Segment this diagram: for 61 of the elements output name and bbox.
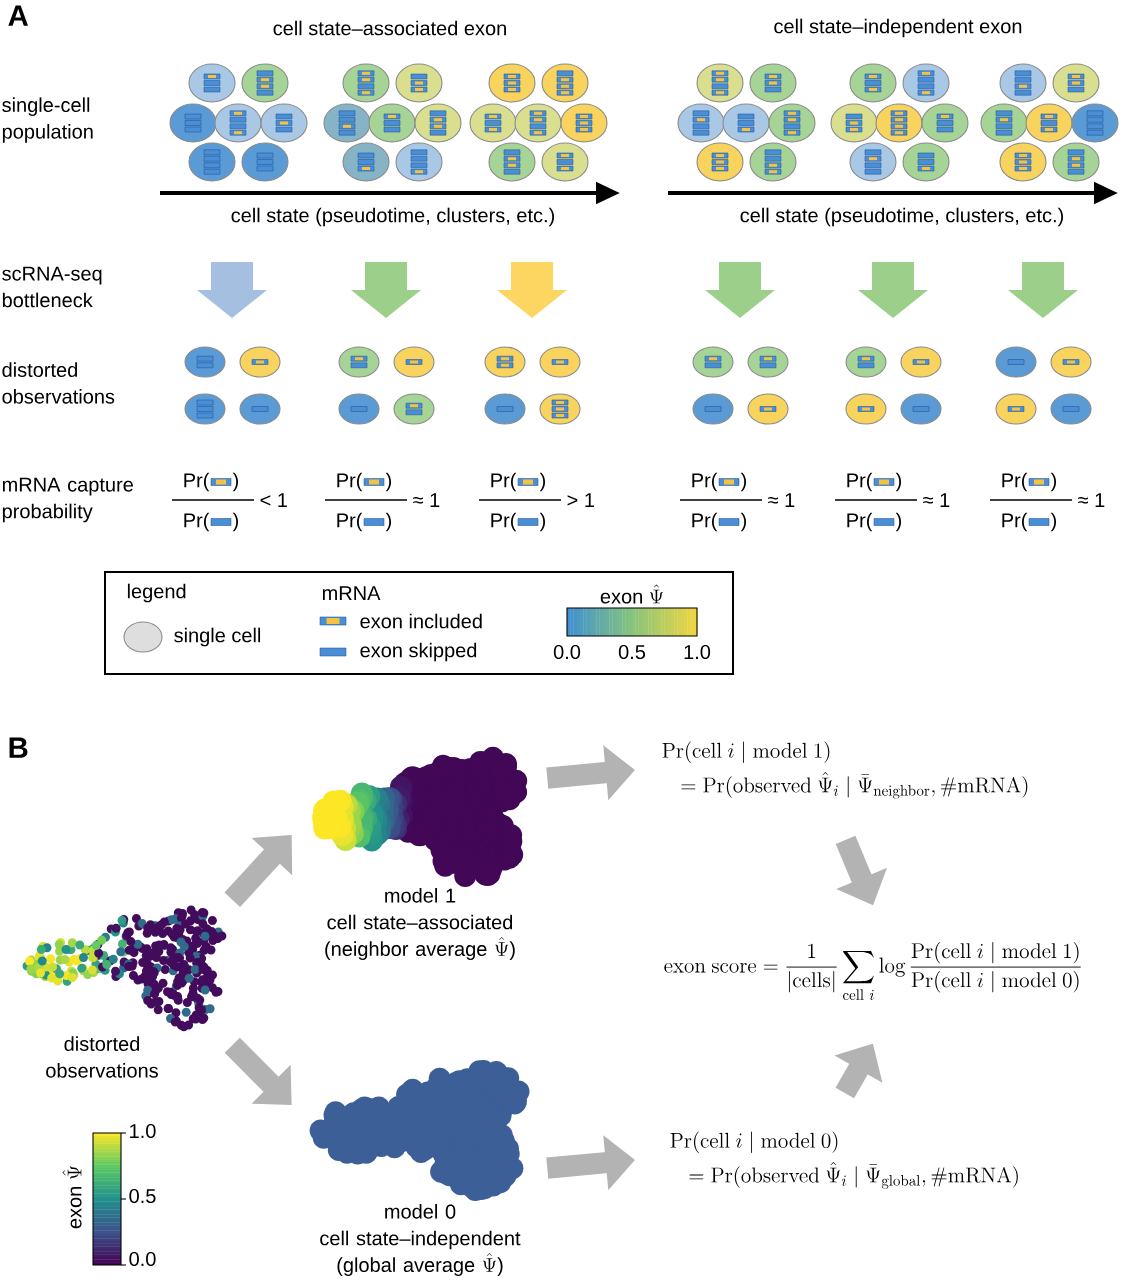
ratio-comparison: ≈ 1 bbox=[923, 493, 950, 507]
ratio-comparison: > 1 bbox=[567, 493, 594, 507]
ratio-term: ) bbox=[385, 472, 391, 492]
panel-letter: A bbox=[8, 5, 28, 26]
column-heading: cell state–independent exon bbox=[774, 18, 1022, 38]
ratio-term: ) bbox=[232, 472, 238, 492]
ratio-term: ) bbox=[539, 472, 545, 492]
ratio-comparison: ≈ 1 bbox=[413, 493, 440, 507]
node-caption: model 1 cell state–associated $\text{(neighbor average }\hat{\Psi}\text{)}$ bbox=[325, 888, 515, 960]
tick-label: 1.0 bbox=[130, 1123, 156, 1139]
ratio-comparison: ≈ 1 bbox=[768, 493, 795, 507]
column-heading: cell state–associated exon bbox=[273, 20, 506, 36]
legend-heading: mRNA bbox=[322, 586, 381, 600]
ratio-comparison: < 1 bbox=[260, 493, 287, 507]
ratio-term: Pr( bbox=[491, 512, 517, 532]
block-arrow bbox=[224, 1037, 292, 1105]
ratio-term: Pr( bbox=[1002, 472, 1028, 492]
tick-label: 0.5 bbox=[129, 1188, 156, 1204]
ratio-term: ) bbox=[539, 512, 545, 532]
formula-text: $\mathrm{Pr}(\mathrm{cell}\ i \mid \mathrm{model}\ 0)$ $= \mathrm{Pr}(\mathrm{observed}\ \hat{\Psi}_i \mid \bar{\Psi}_{\mathrm{global}}, \#\mathrm{mRNA})$ bbox=[670, 1131, 1018, 1189]
ratio-term: Pr( bbox=[692, 512, 718, 532]
panel-letter: B bbox=[9, 737, 28, 758]
row-label: mRNA capture probability bbox=[2, 477, 133, 523]
ratio-term: Pr( bbox=[337, 472, 363, 492]
ratio-comparison: ≈ 1 bbox=[1078, 493, 1105, 507]
colorbar-title: $\text{exon }\hat{\Psi}$ bbox=[600, 584, 663, 604]
formula-text: $\mathrm{Pr}(\mathrm{cell}\ i \mid \mathrm{model}\ 1)$ $= \mathrm{Pr}(\mathrm{observed}\ \hat{\Psi}_i \mid \bar{\Psi}_{\mathrm{neighbor}}, \#\mathrm{mRNA})$ bbox=[662, 741, 1028, 799]
node-caption: distorted observations bbox=[46, 1036, 158, 1078]
ratio-term: ) bbox=[740, 472, 746, 492]
ratio-term: Pr( bbox=[184, 512, 210, 532]
row-label: scRNA-seq bottleneck bbox=[2, 266, 102, 308]
ratio-term: Pr( bbox=[184, 472, 210, 492]
score-formula: $\mathrm{exon\ score} = \frac{1}{|\mathrm{cells}|} \sum_{\mathrm{cell}\ i} \log \frac{\mathrm{Pr}(\mathrm{cell}\ i \mid \mathrm{model}\ 1)}{\mathrm{Pr}(\mathrm{cell}\ i \mid \mathrm{model}\ 0)}$ bbox=[664, 942, 1081, 1000]
ratio-term: Pr( bbox=[692, 472, 718, 492]
ratio-term: ) bbox=[895, 472, 901, 492]
tick-label: 1.0 bbox=[684, 644, 711, 660]
ratio-term: Pr( bbox=[1002, 512, 1028, 532]
ratio-term: ) bbox=[1050, 512, 1056, 532]
legend-text: single cell bbox=[174, 627, 261, 647]
tick-label: 0.0 bbox=[553, 644, 581, 660]
ratio-term: Pr( bbox=[491, 472, 517, 492]
ratio-term: ) bbox=[740, 512, 746, 532]
ratio-term: ) bbox=[232, 512, 238, 532]
ratio-term: Pr( bbox=[847, 472, 873, 492]
ratio-term: ) bbox=[1050, 472, 1056, 492]
legend-text: exon included bbox=[360, 613, 482, 629]
ratio-term: ) bbox=[895, 512, 901, 532]
colorbar-title: $\text{exon }\hat{\Psi}$ bbox=[62, 1166, 82, 1229]
axis-label: cell state (pseudotime, clusters, etc.) bbox=[740, 207, 1063, 227]
legend-text: exon skipped bbox=[360, 642, 477, 662]
tick-label: 0.0 bbox=[129, 1251, 156, 1267]
node-caption: model 0 cell state–independent $\text{(global average }\hat{\Psi}\text{)}$ bbox=[320, 1204, 521, 1276]
row-label: distorted observations bbox=[2, 362, 115, 404]
block-arrow bbox=[224, 835, 293, 907]
tick-label: 0.5 bbox=[618, 644, 646, 660]
legend-heading: legend bbox=[127, 583, 186, 603]
ratio-term: Pr( bbox=[847, 512, 873, 532]
ratio-term: Pr( bbox=[337, 512, 363, 532]
row-label: single-cell population bbox=[2, 97, 93, 143]
axis-label: cell state (pseudotime, clusters, etc.) bbox=[231, 207, 554, 227]
ratio-term: ) bbox=[385, 512, 391, 532]
